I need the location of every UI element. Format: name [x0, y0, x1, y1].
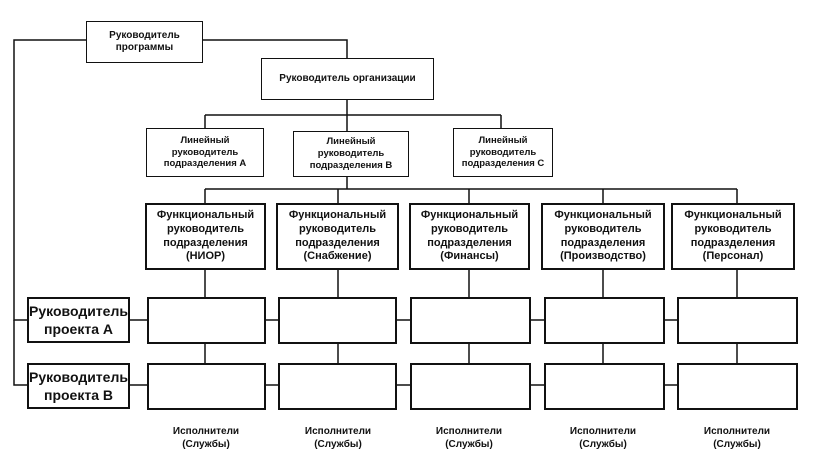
functional-manager-line: подразделения — [163, 236, 248, 249]
org-manager-box: Руководитель организации — [261, 58, 434, 100]
line-manager-b-line: руководитель — [317, 148, 385, 160]
functional-manager-line: (Производство) — [560, 250, 646, 263]
matrix-cell-b-production — [544, 363, 665, 410]
executors-line: (Службы) — [314, 439, 362, 450]
line-manager-b-line: подразделения В — [309, 159, 393, 171]
line-manager-c-line: руководитель — [469, 146, 537, 158]
matrix-cell-a-production — [544, 297, 665, 344]
executors-label: Исполнители (Службы) — [682, 425, 792, 451]
functional-manager-line: (Финансы) — [440, 250, 499, 263]
functional-manager-line: Функциональный — [156, 209, 255, 221]
executors-line: Исполнители — [435, 426, 503, 437]
functional-manager-line: (Персонал) — [702, 250, 764, 263]
project-manager-b-line: Руководитель — [29, 368, 128, 385]
functional-manager-niokr-box: Функциональный руководитель подразделени… — [145, 203, 266, 270]
functional-manager-line: (НИОР) — [185, 250, 226, 263]
connector-rail-project-b — [13, 320, 27, 386]
connector-program-org — [203, 39, 348, 58]
functional-manager-line: Функциональный — [554, 209, 652, 221]
executors-label: Исполнители (Службы) — [283, 425, 393, 451]
program-manager-line: программы — [115, 42, 174, 53]
executors-label: Исполнители (Службы) — [414, 425, 524, 451]
line-manager-b-line: Линейный — [326, 136, 376, 148]
line-manager-c-box: Линейный руководитель подразделения С — [453, 128, 553, 177]
line-manager-b-box: Линейный руководитель подразделения В — [293, 131, 409, 177]
line-manager-a-box: Линейный руководитель подразделения А — [146, 128, 264, 177]
functional-manager-line: подразделения — [560, 236, 646, 249]
project-manager-a-box: Руководитель проекта А — [27, 297, 130, 343]
executors-line: (Службы) — [182, 439, 230, 450]
functional-manager-line: Функциональный — [420, 209, 519, 221]
executors-line: (Службы) — [713, 439, 761, 450]
functional-manager-line: (Снабжение) — [303, 250, 372, 263]
line-manager-a-line: Линейный — [180, 134, 230, 146]
matrix-cell-a-personnel — [677, 297, 798, 344]
matrix-cell-b-finance — [410, 363, 531, 410]
matrix-cell-b-personnel — [677, 363, 798, 410]
functional-manager-line: руководитель — [564, 222, 642, 235]
functional-manager-finance-box: Функциональный руководитель подразделени… — [409, 203, 530, 270]
executors-line: (Службы) — [445, 439, 493, 450]
line-manager-c-line: Линейный — [478, 134, 528, 146]
functional-manager-line: руководитель — [431, 222, 508, 235]
functional-manager-line: подразделения — [427, 236, 512, 249]
functional-manager-production-box: Функциональный руководитель подразделени… — [541, 203, 665, 270]
project-manager-b-box: Руководитель проекта В — [27, 363, 130, 409]
executors-line: Исполнители — [304, 426, 372, 437]
executors-label: Исполнители (Службы) — [151, 425, 261, 451]
program-manager-box: Руководитель программы — [86, 21, 203, 63]
connector-rail-project-a — [13, 39, 86, 321]
line-manager-a-line: подразделения А — [163, 158, 247, 170]
functional-manager-personnel-box: Функциональный руководитель подразделени… — [671, 203, 795, 270]
functional-manager-supply-box: Функциональный руководитель подразделени… — [276, 203, 399, 270]
matrix-cell-b-supply — [278, 363, 397, 410]
org-manager-label: Руководитель организации — [279, 72, 416, 84]
executors-line: (Службы) — [579, 439, 627, 450]
executors-label: Исполнители (Службы) — [548, 425, 658, 451]
functional-manager-line: Функциональный — [684, 209, 782, 221]
program-manager-line: Руководитель — [109, 29, 180, 41]
matrix-cell-a-supply — [278, 297, 397, 344]
matrix-cell-a-finance — [410, 297, 531, 344]
matrix-cell-b-niokr — [147, 363, 266, 410]
executors-line: Исполнители — [703, 426, 771, 437]
functional-manager-line: Функциональный — [288, 209, 387, 221]
functional-manager-line: подразделения — [295, 236, 380, 249]
functional-manager-line: руководитель — [299, 222, 376, 235]
executors-line: Исполнители — [569, 426, 637, 437]
project-manager-a-line: Руководитель — [29, 302, 128, 319]
line-manager-a-line: руководитель — [171, 146, 239, 158]
line-manager-c-line: подразделения С — [461, 158, 545, 170]
executors-line: Исполнители — [172, 426, 240, 437]
matrix-cell-a-niokr — [147, 297, 266, 344]
project-manager-a-line: проекта А — [44, 321, 113, 337]
functional-manager-line: руководитель — [167, 222, 244, 235]
functional-manager-line: подразделения — [690, 236, 776, 249]
functional-manager-line: руководитель — [694, 222, 772, 235]
project-manager-b-line: проекта В — [44, 387, 113, 403]
